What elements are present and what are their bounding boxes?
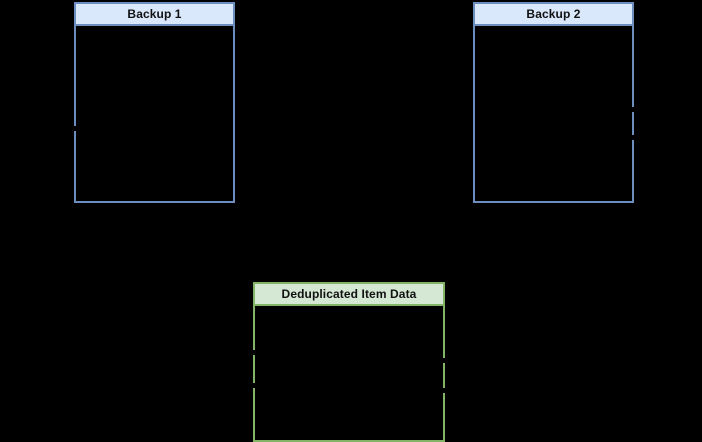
node-backup-1-title: Backup 1 xyxy=(76,4,233,26)
node-backup-1-body xyxy=(76,26,233,201)
node-deduplicated-item-data-body xyxy=(255,306,443,440)
node-backup-2-body xyxy=(475,26,632,201)
port-backup-2-right-1[interactable] xyxy=(631,107,635,112)
port-backup-2-right-2[interactable] xyxy=(631,135,635,140)
node-deduplicated-item-data[interactable]: Deduplicated Item Data xyxy=(252,282,446,442)
node-backup-2[interactable]: Backup 2 xyxy=(473,2,635,203)
port-dedup-left-1[interactable] xyxy=(252,350,256,355)
node-backup-1[interactable]: Backup 1 xyxy=(73,2,235,203)
port-dedup-left-2[interactable] xyxy=(252,383,256,388)
node-deduplicated-item-data-title: Deduplicated Item Data xyxy=(255,284,443,306)
node-backup-2-title: Backup 2 xyxy=(475,4,632,26)
port-dedup-right-1[interactable] xyxy=(442,358,446,363)
port-dedup-right-2[interactable] xyxy=(442,388,446,393)
port-backup-1-left-1[interactable] xyxy=(73,126,77,131)
